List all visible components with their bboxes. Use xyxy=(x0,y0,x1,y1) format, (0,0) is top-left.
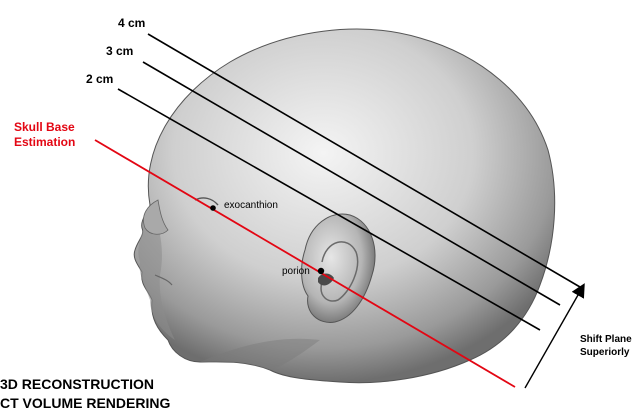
label-shift-1: Shift Plane xyxy=(580,334,632,345)
label-4cm: 4 cm xyxy=(118,16,145,30)
caption-line-2: CT VOLUME RENDERING xyxy=(0,395,170,411)
label-porion: porion xyxy=(282,266,310,277)
label-skull-base-2: Estimation xyxy=(14,135,75,149)
caption-line-1: 3D RECONSTRUCTION xyxy=(0,376,154,392)
shift-arrow xyxy=(525,288,582,388)
head-silhouette xyxy=(134,29,555,383)
label-skull-base-1: Skull Base xyxy=(14,120,75,134)
porion-point xyxy=(318,268,324,274)
label-shift-2: Superiorly xyxy=(580,347,630,358)
label-3cm: 3 cm xyxy=(106,44,133,58)
head-rendering xyxy=(134,29,555,383)
label-2cm: 2 cm xyxy=(86,72,113,86)
label-exocanthion: exocanthion xyxy=(224,200,278,211)
exocanthion-point xyxy=(210,205,216,211)
